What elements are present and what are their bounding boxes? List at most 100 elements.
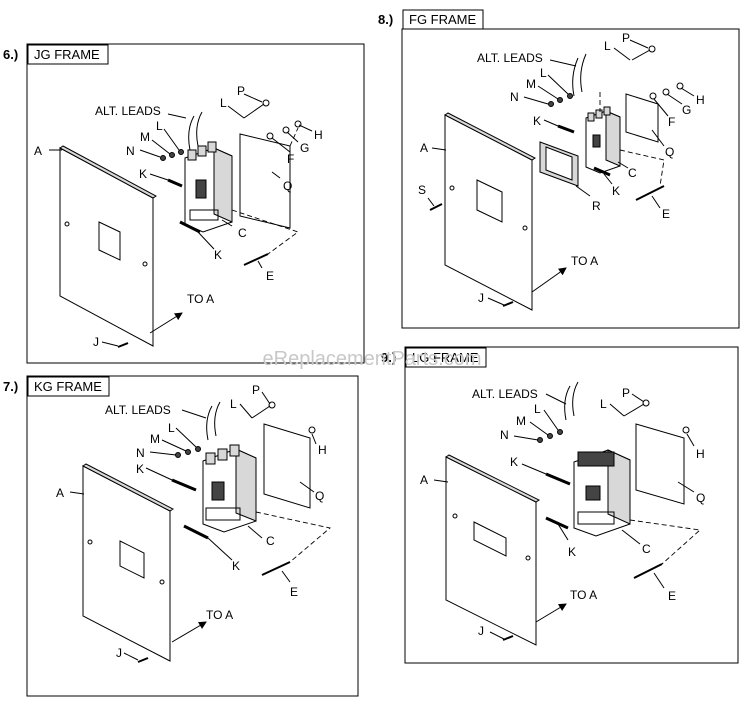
breaker-bottom-terminal bbox=[577, 511, 615, 525]
standoff bbox=[183, 524, 209, 540]
label-n: N bbox=[126, 144, 135, 158]
leader-line bbox=[629, 39, 649, 49]
label-c: C bbox=[266, 534, 275, 548]
leader-line bbox=[69, 491, 85, 495]
s-screw bbox=[429, 203, 443, 211]
cover-plate-window bbox=[476, 179, 503, 223]
mounting-screw bbox=[137, 657, 149, 663]
title-box bbox=[27, 376, 110, 397]
washer bbox=[308, 426, 316, 434]
nut bbox=[557, 97, 563, 103]
label-l-2: L bbox=[600, 397, 607, 411]
label-e: E bbox=[662, 207, 670, 221]
leader-line bbox=[431, 147, 447, 151]
label-l-1: L bbox=[540, 66, 547, 80]
panel-border bbox=[401, 28, 740, 329]
panel-kg-frame: 7.) KG FRAME bbox=[3, 375, 359, 697]
label-alt-leads: ALT. LEADS bbox=[105, 403, 171, 417]
panel-border bbox=[26, 375, 359, 697]
breaker-side bbox=[605, 110, 621, 167]
label-j: J bbox=[478, 624, 484, 638]
dashed-assembly-line bbox=[289, 127, 299, 147]
breaker-handle bbox=[585, 485, 601, 501]
leader-line bbox=[680, 87, 695, 97]
label-l-1: L bbox=[156, 119, 163, 133]
label-q: Q bbox=[315, 489, 324, 503]
label-n: N bbox=[136, 446, 145, 460]
label-e: E bbox=[290, 585, 298, 599]
cover-screw-hole bbox=[142, 261, 148, 267]
mounting-screw bbox=[117, 342, 129, 348]
nut bbox=[537, 437, 543, 443]
alt-lead-wire bbox=[572, 57, 579, 97]
label-k-1: K bbox=[533, 114, 541, 128]
breaker-terminal bbox=[217, 448, 228, 461]
leader-line bbox=[145, 467, 173, 481]
title-box bbox=[27, 44, 109, 65]
label-h: H bbox=[696, 93, 705, 107]
alt-lead-wire bbox=[564, 385, 571, 421]
label-p: P bbox=[622, 386, 630, 400]
to-a-arrow bbox=[171, 621, 207, 643]
label-a: A bbox=[56, 486, 64, 500]
label-f: F bbox=[668, 115, 675, 129]
label-n: N bbox=[500, 428, 509, 442]
breaker-terminal bbox=[229, 444, 240, 457]
leader-line bbox=[617, 161, 629, 169]
nut bbox=[567, 93, 573, 99]
dashed-assembly-line bbox=[255, 511, 331, 563]
breaker-handle bbox=[211, 481, 225, 501]
cover-screw-hole bbox=[87, 539, 93, 545]
title-box bbox=[405, 347, 487, 368]
alt-lead-wire bbox=[206, 405, 213, 441]
leader-line bbox=[167, 113, 187, 119]
label-to-a: TO A bbox=[187, 292, 214, 306]
breaker-terminal bbox=[587, 112, 595, 122]
cover-plate-edge bbox=[445, 454, 540, 503]
washer bbox=[266, 132, 274, 140]
panel-title: KG FRAME bbox=[34, 379, 102, 394]
breaker-terminal bbox=[207, 141, 217, 153]
leader-line bbox=[433, 479, 449, 483]
screw bbox=[631, 49, 651, 61]
leader-line bbox=[653, 572, 665, 589]
screw-head bbox=[268, 401, 276, 409]
leader-line bbox=[427, 197, 435, 207]
label-j: J bbox=[93, 335, 99, 349]
label-q: Q bbox=[283, 179, 292, 193]
breaker-terminal bbox=[187, 149, 197, 161]
nut bbox=[178, 149, 184, 155]
leader-line bbox=[537, 85, 559, 100]
screw bbox=[251, 405, 271, 419]
panel-border bbox=[404, 346, 739, 664]
screw bbox=[623, 403, 645, 417]
label-alt-leads: ALT. LEADS bbox=[95, 104, 161, 118]
shield-plate bbox=[239, 133, 291, 229]
leader-line bbox=[151, 139, 171, 155]
leader-line bbox=[613, 47, 631, 61]
panel-title: FG FRAME bbox=[409, 12, 476, 27]
leader-line bbox=[603, 173, 613, 185]
label-r: R bbox=[592, 199, 601, 213]
label-k-2: K bbox=[214, 248, 222, 262]
leader-line bbox=[543, 409, 559, 431]
standoff bbox=[171, 478, 197, 492]
to-a-arrow bbox=[149, 312, 183, 334]
label-a: A bbox=[420, 473, 428, 487]
leader-line bbox=[139, 149, 161, 158]
label-k-1: K bbox=[139, 167, 147, 181]
nut bbox=[160, 155, 166, 161]
label-k-2: K bbox=[232, 559, 240, 573]
label-k-1: K bbox=[510, 455, 518, 469]
nut bbox=[547, 433, 553, 439]
breaker-terminal bbox=[205, 452, 216, 465]
alt-lead-wire bbox=[580, 53, 587, 93]
alt-lead-wire bbox=[196, 111, 203, 147]
long-screw bbox=[243, 253, 269, 266]
label-l-1: L bbox=[168, 421, 175, 435]
leader-line bbox=[545, 393, 567, 405]
label-h: H bbox=[318, 443, 327, 457]
panel-jg-frame: 6.) JG FRAME bbox=[3, 43, 365, 364]
cover-plate-window bbox=[119, 540, 145, 579]
